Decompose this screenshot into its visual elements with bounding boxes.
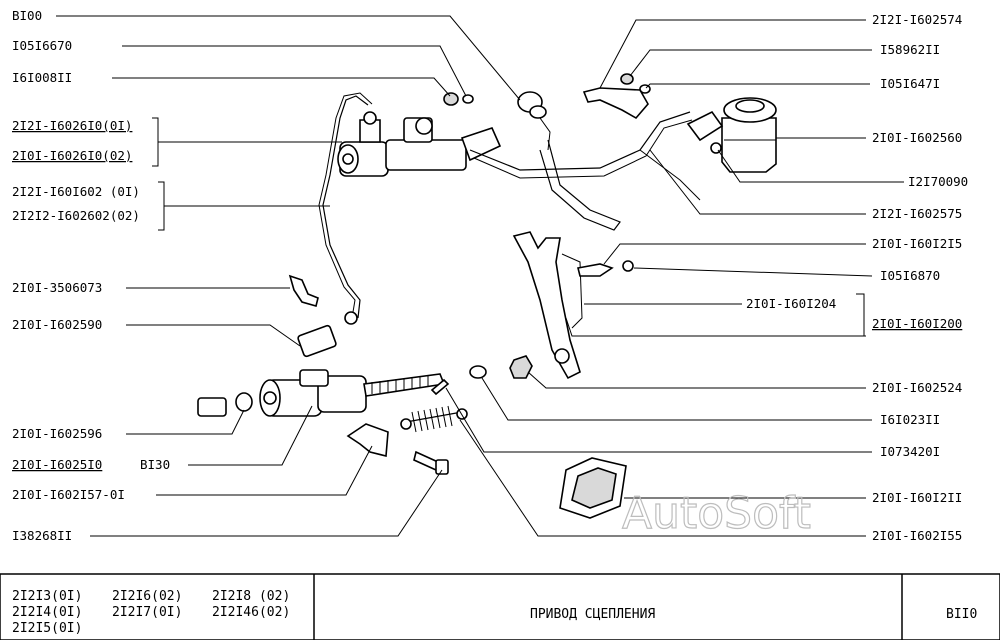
label-l-4: 2I0I-I6026I0(02)	[12, 148, 132, 163]
nut-i58962	[620, 73, 634, 85]
label-l-11: BI30	[140, 457, 170, 472]
bracket-3506073	[288, 274, 319, 307]
model-2: 2I2I8 (02)	[212, 589, 290, 604]
label-r-9: 2I0I-I60I200	[872, 316, 962, 331]
model-0: 2I2I3(0I)	[12, 589, 82, 604]
label-r-11: I6I023II	[880, 412, 940, 427]
hose	[169, 311, 358, 417]
nut-602524	[509, 355, 533, 379]
label-r-5: 2I2I-I602575	[872, 206, 962, 221]
label-l-5: 2I2I-I60I602 (0I)	[12, 184, 140, 199]
sheet-title: ПРИВОД СЦЕПЛЕНИЯ	[530, 607, 655, 622]
boot	[559, 457, 627, 519]
label-r-12: I073420I	[880, 444, 940, 459]
bracket-602157	[346, 423, 389, 458]
label-r-0: 2I2I-I602574	[872, 12, 962, 27]
label-r-10: 2I0I-I602524	[872, 380, 962, 395]
bracket-575	[639, 149, 701, 201]
label-r-8: 2I0I-I60I204	[746, 296, 836, 311]
label-r-13: 2I0I-I60I2II	[872, 490, 962, 505]
label-l-13: I38268II	[12, 528, 72, 543]
washer-i6i023	[469, 365, 487, 379]
label-l-6: 2I2I2-I602602(02)	[12, 208, 140, 223]
label-l-3: 2I2I-I6026I0(0I)	[12, 118, 132, 133]
label-r-3: 2I0I-I602560	[872, 130, 962, 145]
fork	[512, 231, 583, 380]
label-l-1: I05I6670	[12, 38, 72, 53]
pipe	[322, 95, 369, 319]
model-1: 2I2I6(02)	[112, 589, 182, 604]
labels-left: BI00 I05I6670 I6I008II 2I2I-I6026I0(0I) …	[12, 8, 170, 543]
label-r-1: I58962II	[880, 42, 940, 57]
spring-i073420	[400, 405, 468, 433]
labels-right: 2I2I-I602574 I58962II I05I647I 2I0I-I602…	[746, 12, 968, 543]
label-l-12: 2I0I-I602I57-0I	[12, 487, 125, 502]
label-l-9: 2I0I-I602596	[12, 426, 102, 441]
sheet-code: BII0	[946, 607, 977, 622]
label-l-7: 2I0I-3506073	[12, 280, 102, 295]
cotter-pin	[430, 378, 450, 396]
model-4: 2I2I7(0I)	[112, 605, 182, 620]
ring-i05i6870	[622, 260, 634, 272]
master-cylinder	[337, 111, 502, 177]
label-r-4: I2I70090	[908, 174, 968, 189]
label-r-14: 2I0I-I602I55	[872, 528, 962, 543]
label-r-2: I05I647I	[880, 76, 940, 91]
label-l-10: 2I0I-I6025I0	[12, 457, 102, 472]
pedal-arm	[539, 139, 621, 231]
label-l-0: BI00	[12, 8, 42, 23]
nut-i6i008	[443, 92, 459, 106]
bolt-i38268	[413, 450, 439, 472]
label-l-2: I6I008II	[12, 70, 72, 85]
clip-574	[582, 87, 649, 120]
title-block: 2I2I3(0I) 2I2I6(02) 2I2I8 (02) 2I2I4(0I)…	[0, 573, 1000, 641]
parts-drawing	[169, 73, 777, 519]
label-l-8: 2I0I-I602590	[12, 317, 102, 332]
leader-lines	[56, 15, 904, 537]
reservoir	[686, 97, 777, 173]
slave-cylinder	[259, 369, 446, 417]
spring-bi00	[517, 91, 551, 151]
washer-i05i6670	[462, 94, 474, 104]
model-5: 2I2I46(02)	[212, 605, 290, 620]
watermark: AutoSoft	[622, 488, 811, 539]
pin-i60i215	[577, 263, 614, 277]
model-3: 2I2I4(0I)	[12, 605, 82, 620]
label-r-6: 2I0I-I60I2I5	[872, 236, 962, 251]
label-r-7: I05I6870	[880, 268, 940, 283]
model-6: 2I2I5(0I)	[12, 621, 82, 636]
washer-602596	[235, 392, 253, 412]
pedal-shaft	[469, 111, 691, 171]
